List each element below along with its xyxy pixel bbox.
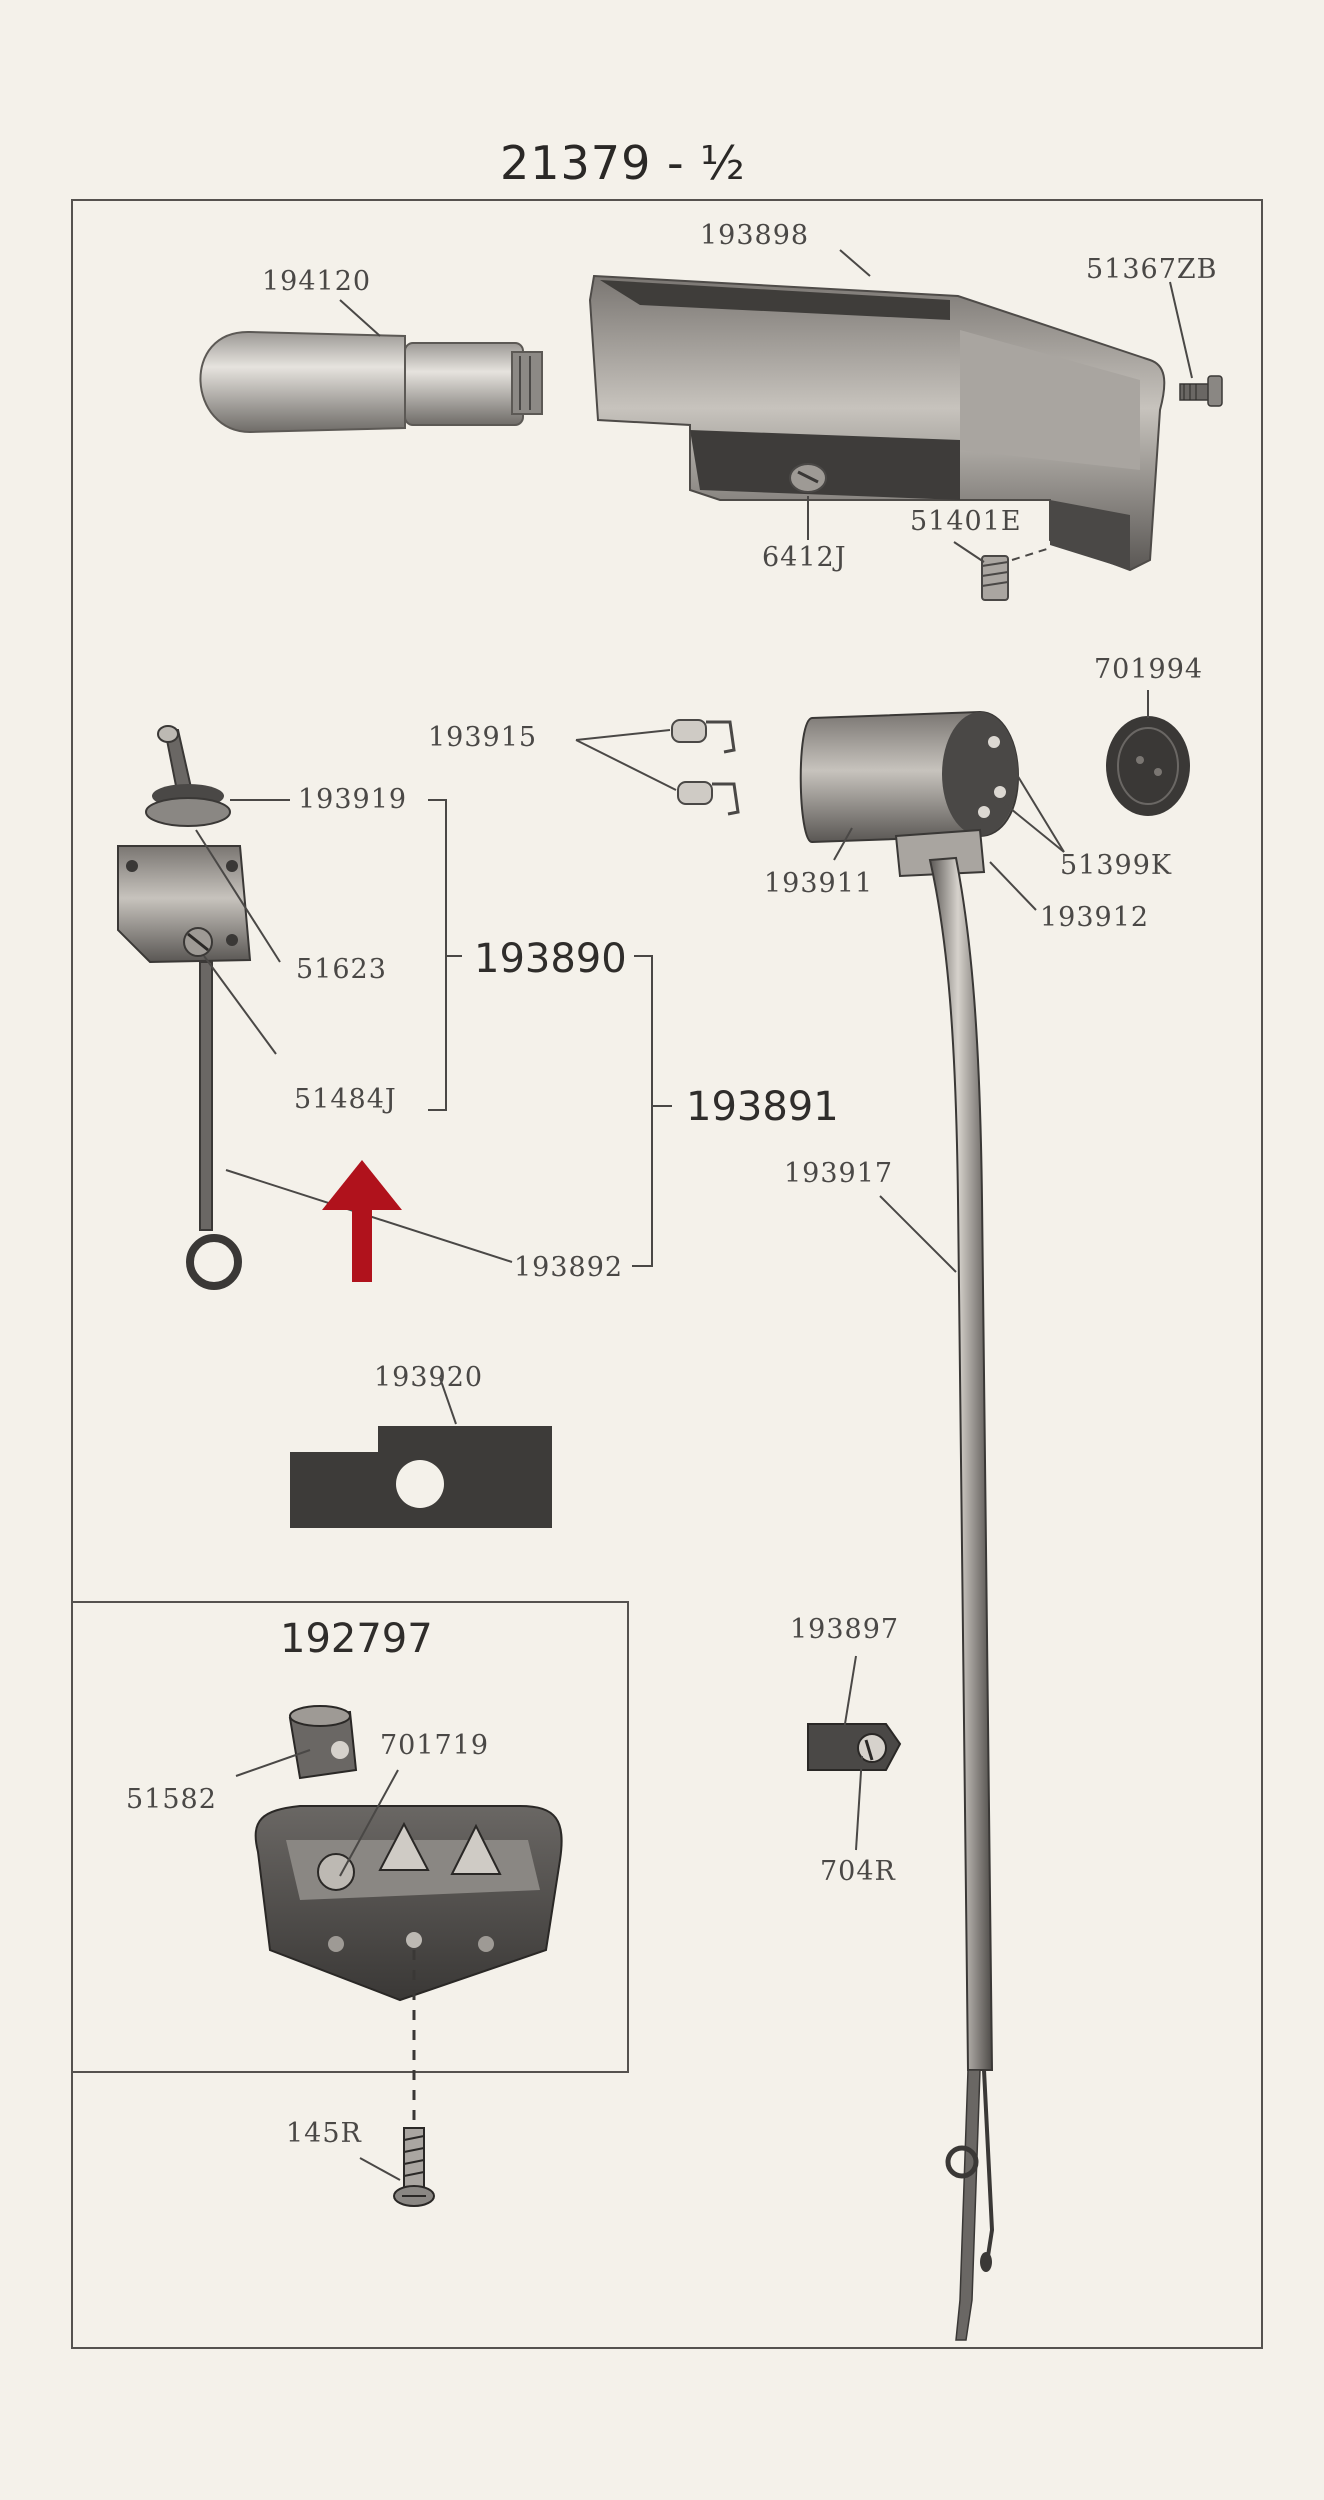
label-lamp-socket: 193911 — [764, 868, 874, 899]
setscrew-51401e — [981, 547, 1051, 601]
housing-part — [588, 274, 1166, 572]
outer-frame — [71, 199, 1263, 2349]
terminal-block-frame — [71, 1601, 629, 2073]
terminal-clips — [671, 719, 740, 816]
label-housing: 193898 — [700, 220, 810, 251]
label-clamp-screw: 704R — [820, 1856, 896, 1887]
label-socket-bracket: 193912 — [1040, 902, 1150, 933]
leader-lines — [195, 249, 1193, 2181]
label-cable-clamp: 193897 — [790, 1614, 900, 1645]
label-switch-screw: 51484J — [294, 1084, 397, 1115]
terminal-block-part — [254, 1805, 563, 2120]
label-socket-cable: 193917 — [784, 1158, 894, 1189]
label-housing-screw-bottom: 6412J — [762, 542, 847, 573]
block-nut-part — [288, 1705, 358, 1780]
plate-part — [290, 1426, 552, 1528]
red-arrow — [322, 1160, 402, 1282]
label-terminal-clip: 193915 — [428, 722, 538, 753]
socket-cable-part — [928, 856, 995, 2341]
page-title: 21379 - ½ — [500, 136, 746, 190]
label-switch-assembly: 193890 — [474, 936, 627, 982]
label-housing-screw-right: 51367ZB — [1086, 254, 1218, 285]
insulator-disc-part — [1106, 716, 1190, 816]
label-block-nut: 51582 — [126, 1784, 217, 1815]
label-housing-setscrew: 51401E — [910, 506, 1022, 537]
label-switch-washer: 51623 — [296, 954, 387, 985]
label-block-insert: 701719 — [380, 1730, 490, 1761]
lamp-socket-part — [799, 710, 1020, 878]
label-switch-nut: 193919 — [298, 784, 408, 815]
label-insulator-disc: 701994 — [1094, 654, 1204, 685]
label-switch-group: 193891 — [686, 1084, 839, 1130]
label-socket-terminal: 51399K — [1060, 850, 1173, 881]
label-bulb: 194120 — [262, 266, 372, 297]
label-plate: 193920 — [374, 1362, 484, 1393]
toggle-switch-part — [117, 725, 252, 1290]
label-block-screw: 145R — [286, 2118, 362, 2149]
cable-clamp-part — [807, 1723, 902, 1771]
screw-51367zb — [1179, 375, 1223, 407]
label-terminal-block: 192797 — [280, 1616, 433, 1662]
label-switch-lead: 193892 — [514, 1252, 624, 1283]
bulb-part — [199, 330, 543, 434]
block-screw-part — [393, 2127, 435, 2207]
